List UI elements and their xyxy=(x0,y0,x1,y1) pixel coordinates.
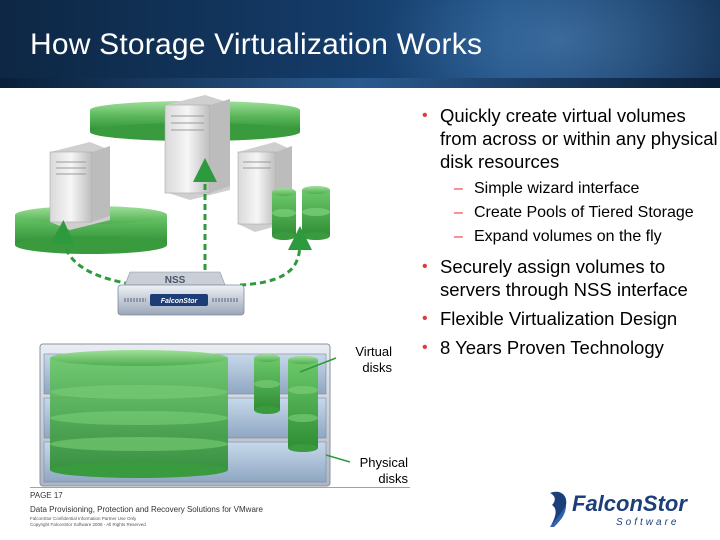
callout-virtual xyxy=(299,357,337,373)
virtualization-diagram: NSS FalconStor xyxy=(15,95,351,487)
sub-bullet-dash: – xyxy=(454,204,463,221)
footer-fine-print-2: Copyright FalconStor Software 2008 - All… xyxy=(30,522,146,527)
label-physical-disks: Physical disks xyxy=(359,455,408,486)
bullet-2-text: Securely assign volumes to servers throu… xyxy=(440,256,688,300)
server-left xyxy=(49,142,110,230)
bullet-3: • Flexible Virtualization Design xyxy=(418,307,718,330)
virtual-pool-disk xyxy=(50,350,228,478)
footer-divider xyxy=(30,487,410,488)
bullet-4-text: 8 Years Proven Technology xyxy=(440,337,664,358)
virtual-disk-small-2 xyxy=(288,356,318,452)
callout-physical xyxy=(325,454,351,463)
sub-bullet-1: – Simple wizard interface xyxy=(418,179,718,199)
logo-sub: Software xyxy=(616,517,679,528)
sub-bullet-3-text: Expand volumes on the fly xyxy=(474,228,662,245)
sub-bullet-dash: – xyxy=(454,180,463,197)
nss-appliance xyxy=(117,271,245,316)
title-glow xyxy=(380,0,720,88)
bullet-dot: • xyxy=(422,258,428,275)
bullet-1-text: Quickly create virtual volumes from acro… xyxy=(440,105,718,172)
footer-fine-print-1: FalconStor Confidential Information Part… xyxy=(30,516,137,521)
appliance-label: NSS xyxy=(165,275,186,286)
server-center xyxy=(164,95,230,200)
bullet-dot: • xyxy=(422,339,428,356)
falconstor-logo: FalconStor Software xyxy=(550,491,688,528)
logo-main: FalconStor xyxy=(572,491,688,516)
footer-title: Data Provisioning, Protection and Recove… xyxy=(30,505,263,514)
virtual-disk-small-1 xyxy=(254,354,280,414)
bullet-dot: • xyxy=(422,107,428,124)
bullet-dot: • xyxy=(422,310,428,327)
appliance-brand: FalconStor xyxy=(161,298,199,305)
title-stripe xyxy=(0,78,720,88)
bullet-list: • Quickly create virtual volumes from ac… xyxy=(418,104,718,365)
label-virtual-disks: Virtual disks xyxy=(355,344,392,375)
bullet-2: • Securely assign volumes to servers thr… xyxy=(418,255,718,301)
title-bar: How Storage Virtualization Works xyxy=(0,0,720,88)
sub-bullet-dash: – xyxy=(454,228,463,245)
disk-stack-right-server xyxy=(272,186,330,240)
falcon-icon xyxy=(550,491,567,527)
slide-title: How Storage Virtualization Works xyxy=(30,28,483,61)
sub-bullet-2-text: Create Pools of Tiered Storage xyxy=(474,204,694,221)
sub-bullet-2: – Create Pools of Tiered Storage xyxy=(418,203,718,223)
sub-bullet-3: – Expand volumes on the fly xyxy=(418,227,718,247)
bullet-3-text: Flexible Virtualization Design xyxy=(440,308,678,329)
bullet-1: • Quickly create virtual volumes from ac… xyxy=(418,104,718,173)
sub-bullet-1-text: Simple wizard interface xyxy=(474,180,640,197)
arrow-right xyxy=(239,226,312,287)
bullet-4: • 8 Years Proven Technology xyxy=(418,336,718,359)
page-number: PAGE 17 xyxy=(30,491,63,500)
